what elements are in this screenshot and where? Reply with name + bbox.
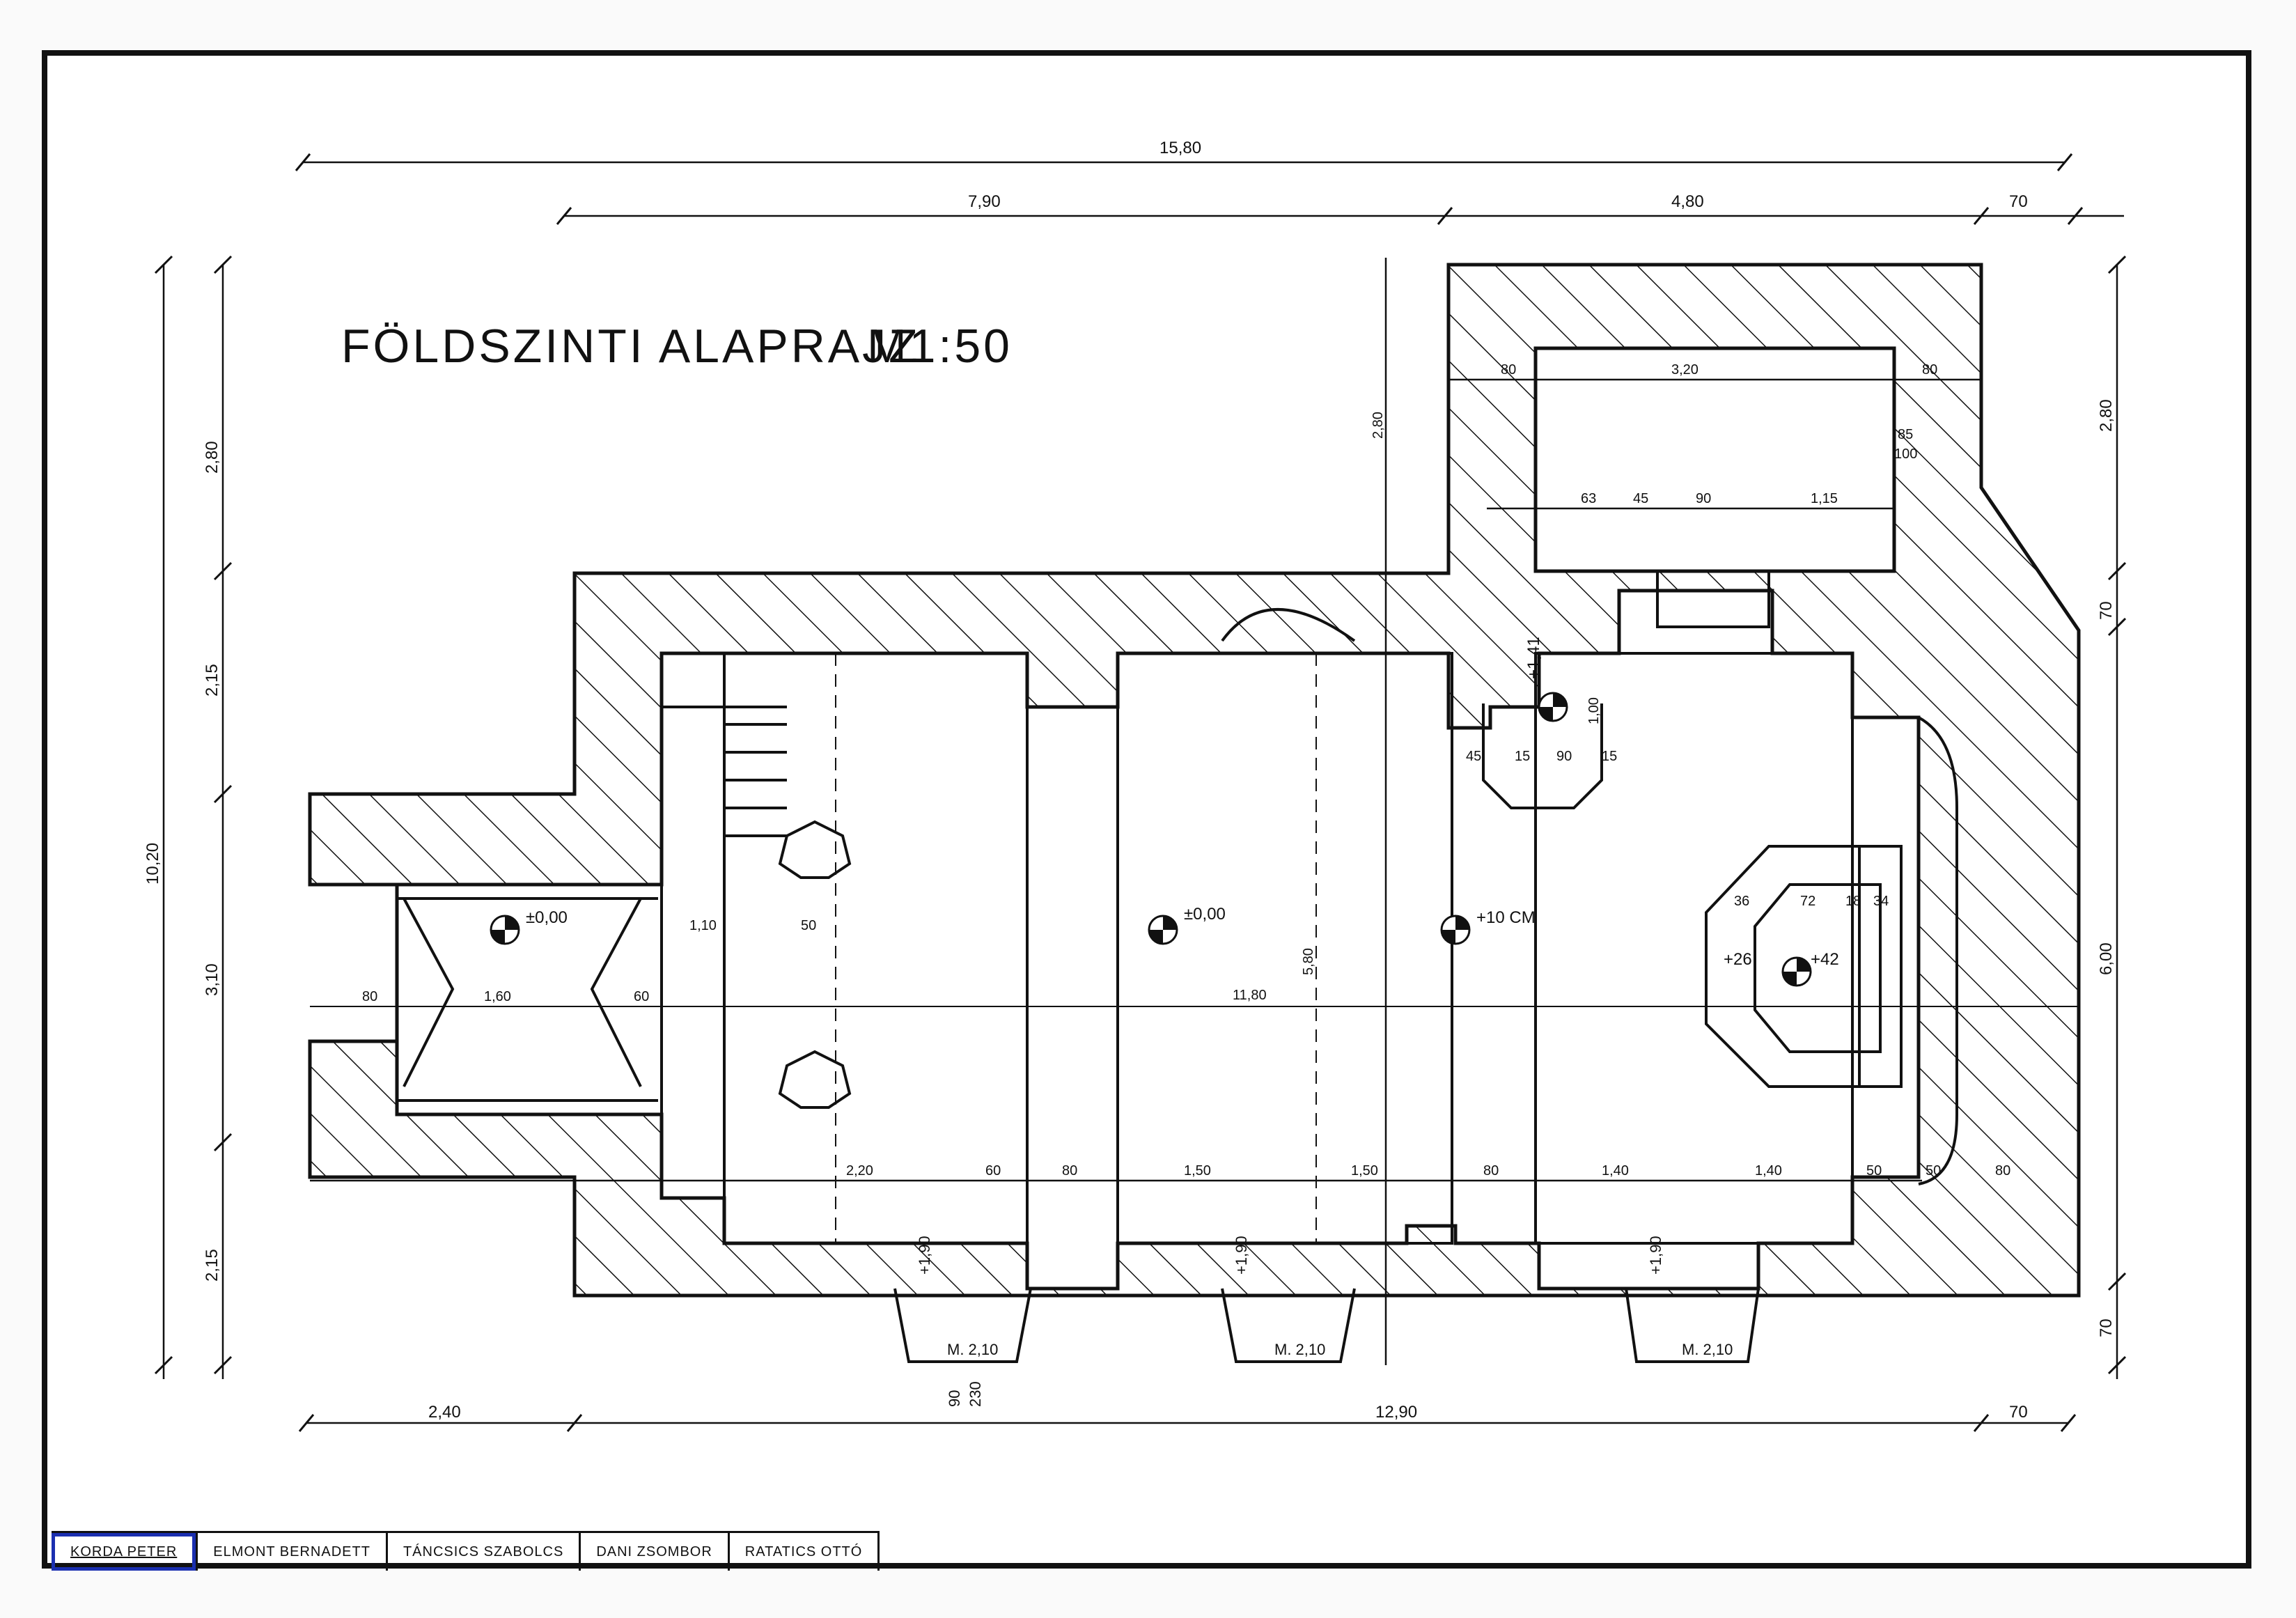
dim-interior: 100 <box>1894 446 1917 462</box>
dim-bottom: 12,90 <box>1375 1403 1417 1422</box>
dim-left: 2,15 <box>203 1249 221 1282</box>
dim-interior: 80 <box>1995 1163 2010 1179</box>
dim-interior: 60 <box>985 1163 1001 1179</box>
dim-right: 70 <box>2097 601 2116 620</box>
entrance-porch <box>396 706 787 1116</box>
author-cell[interactable]: DANI ZSOMBOR <box>579 1533 727 1571</box>
dim-bottom: 2,40 <box>428 1403 461 1422</box>
level-label: +1,41 <box>1524 637 1543 679</box>
dim-interior: 1,60 <box>484 989 511 1004</box>
level-label: +42 <box>1811 950 1839 969</box>
dim-interior: 15 <box>1602 749 1617 764</box>
dim-right: 2,80 <box>2097 399 2116 432</box>
dim-interior: 72 <box>1800 894 1815 909</box>
dim-interior: 80 <box>1062 1163 1077 1179</box>
dim-interior: 1,10 <box>689 918 717 933</box>
dimension-ticks <box>154 153 2127 1432</box>
dim-interior: 1,50 <box>1184 1163 1211 1179</box>
title-block: KORDA PETER ELMONT BERNADETT TÁNCSICS SZ… <box>52 1531 880 1571</box>
dim-interior: 50 <box>1926 1163 1941 1179</box>
dim-left: 3,10 <box>203 963 221 996</box>
dim-interior: 90 <box>1556 749 1572 764</box>
dim-left: 2,15 <box>203 664 221 697</box>
bottom-windows <box>893 1288 1760 1363</box>
author-cell[interactable]: ELMONT BERNADETT <box>196 1533 386 1571</box>
author-cell-active[interactable]: KORDA PETER <box>52 1533 196 1571</box>
dim-interior: 80 <box>1483 1163 1499 1179</box>
dim-bottom: 70 <box>2009 1403 2028 1422</box>
dim-interior: 45 <box>1633 491 1648 506</box>
dim-interior: 5,80 <box>1301 948 1316 975</box>
dim-interior: 15 <box>1515 749 1530 764</box>
window-label: +1,90 <box>916 1236 933 1275</box>
dim-right: 70 <box>2097 1318 2116 1337</box>
dim-interior: 80 <box>1922 362 1937 378</box>
window-mark: M. 2,10 <box>1274 1341 1325 1358</box>
drawing-scale: M1:50 <box>867 320 1013 373</box>
dim-interior: 50 <box>1866 1163 1882 1179</box>
window-label: +1,90 <box>1233 1236 1250 1275</box>
dim-interior: 1,15 <box>1811 491 1838 506</box>
dim-left-overall: 10,20 <box>143 843 162 885</box>
window-label: +1,90 <box>1647 1236 1664 1275</box>
dim-interior: 18 <box>1845 894 1861 909</box>
level-markers <box>490 692 1812 987</box>
dimension-lines <box>162 161 2124 1424</box>
dim-interior: 2,80 <box>1370 412 1386 439</box>
dim-right: 6,00 <box>2097 942 2116 975</box>
dim-interior: 1,00 <box>1586 697 1602 724</box>
dim-interior: 34 <box>1873 894 1889 909</box>
window-mark: M. 2,10 <box>1682 1341 1733 1358</box>
author-cell[interactable]: RATATICS OTTÓ <box>727 1533 878 1571</box>
dim-top: 7,90 <box>968 192 1001 211</box>
level-label: ±0,00 <box>1184 905 1226 924</box>
dim-interior: 3,20 <box>1671 362 1698 378</box>
axis-lines <box>310 653 2079 1243</box>
dim-interior: 45 <box>1466 749 1481 764</box>
dim-interior: 80 <box>1501 362 1516 378</box>
dim-top: 70 <box>2009 192 2028 211</box>
level-label: +26 <box>1724 950 1752 969</box>
dim-left: 2,80 <box>203 441 221 474</box>
dim-top: 4,80 <box>1671 192 1704 211</box>
dim-interior: 60 <box>634 989 649 1004</box>
window-mark: M. 2,10 <box>947 1341 998 1358</box>
window-size: 230 <box>967 1381 984 1407</box>
dim-interior: 2,20 <box>846 1163 873 1179</box>
altar <box>1705 845 1903 1088</box>
dim-interior: 85 <box>1898 427 1913 442</box>
dim-interior: 36 <box>1734 894 1749 909</box>
level-label: ±0,00 <box>526 908 568 927</box>
interior-outlines <box>723 347 1958 1245</box>
walls-hatch <box>308 263 2081 1298</box>
dim-overall-width: 15,80 <box>1159 139 1201 157</box>
columns <box>778 820 852 1109</box>
dim-interior: 63 <box>1581 491 1596 506</box>
window-size: 90 <box>946 1390 963 1407</box>
dim-interior: 11,80 <box>1233 988 1267 1003</box>
dim-interior: 80 <box>362 989 377 1004</box>
level-label: +10 CM <box>1476 908 1536 927</box>
dim-interior: 1,40 <box>1602 1163 1629 1179</box>
author-cell[interactable]: TÁNCSICS SZABOLCS <box>385 1533 579 1571</box>
dim-interior: 50 <box>801 918 816 933</box>
dim-interior: 90 <box>1696 491 1711 506</box>
dim-interior: 1,40 <box>1755 1163 1782 1179</box>
dim-interior: 1,50 <box>1351 1163 1378 1179</box>
drawing-title: FÖLDSZINTI ALAPRAJZ <box>341 320 921 373</box>
